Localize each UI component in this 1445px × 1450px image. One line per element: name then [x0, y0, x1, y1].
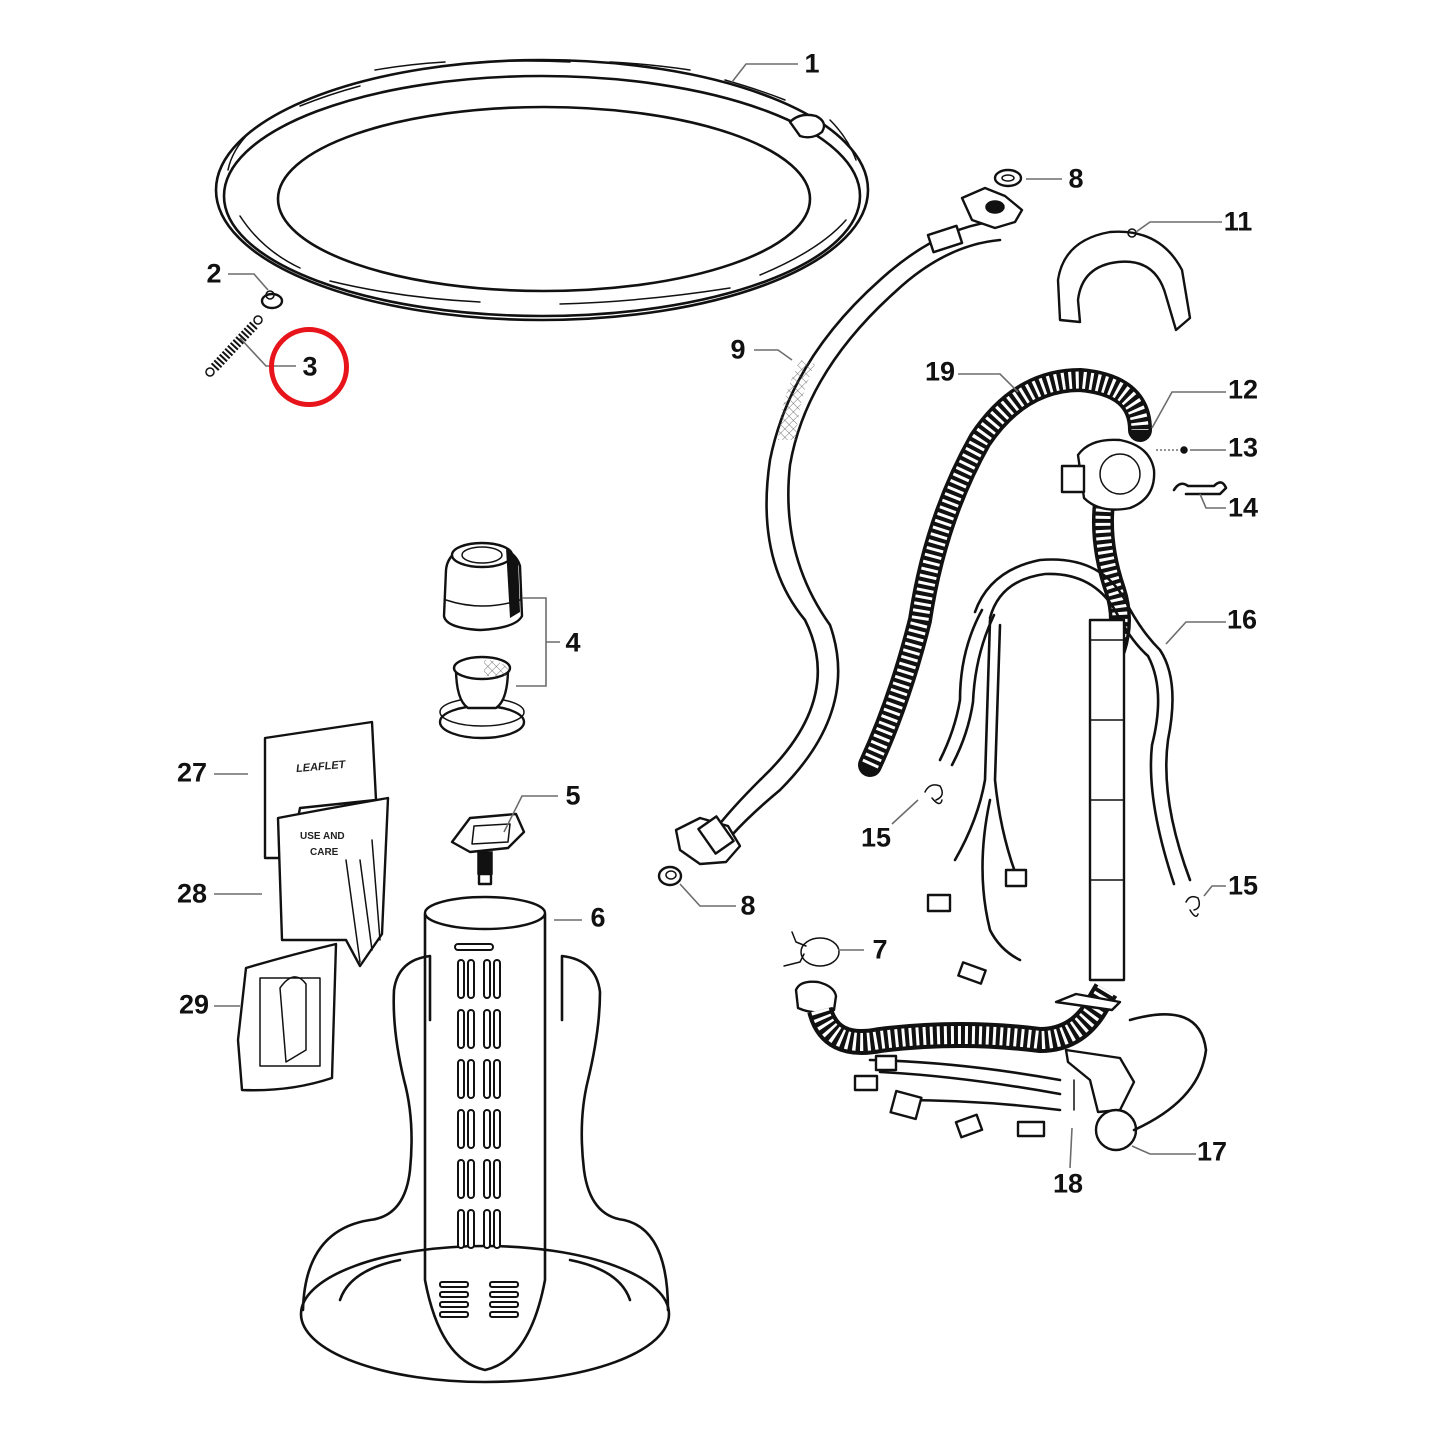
pump-part: [1060, 438, 1156, 511]
clamp-15-right: [1185, 895, 1201, 917]
callout-9: 9: [730, 334, 746, 365]
use-and-care-label-line2: CARE: [310, 847, 339, 858]
clip-nut-part: [260, 290, 284, 310]
use-and-care-part: [276, 796, 390, 968]
callout-4: 4: [565, 627, 581, 658]
callout-3: 3: [302, 351, 318, 382]
callout-18: 18: [1052, 1168, 1084, 1199]
literature-bag-part: [236, 942, 338, 1092]
hose-washer-bottom: [657, 865, 683, 887]
tub-ring-part: [214, 58, 870, 322]
callout-14: 14: [1227, 492, 1259, 523]
spring-part: [205, 315, 263, 377]
highlight-circle-part-3: [269, 327, 349, 407]
leader-lines: [214, 63, 1226, 1169]
callout-8-bottom: 8: [740, 890, 756, 921]
callout-28: 28: [176, 878, 208, 909]
callout-29: 29: [178, 989, 210, 1020]
callout-5: 5: [565, 780, 581, 811]
callout-13: 13: [1227, 432, 1259, 463]
inlet-hose-part: [674, 186, 1024, 866]
callout-15-left: 15: [860, 822, 892, 853]
callout-17: 17: [1196, 1136, 1228, 1167]
hose-washer-top: [993, 168, 1023, 188]
lower-harness-part: [794, 980, 1208, 1152]
wiring-harness-part: [926, 558, 1192, 985]
callout-2: 2: [206, 258, 222, 289]
callout-6: 6: [590, 902, 606, 933]
callout-11: 11: [1223, 206, 1253, 237]
clamp-15-left: [924, 784, 943, 805]
hose-clamp-7: [783, 931, 840, 967]
screw-13-part: [1156, 446, 1188, 454]
agitator-filter-part: [438, 597, 560, 740]
pump-clip-part: [1172, 481, 1228, 496]
hose-guide-part: [1056, 228, 1192, 332]
callout-1: 1: [804, 48, 820, 79]
callout-16: 16: [1226, 604, 1258, 635]
callout-12: 12: [1227, 374, 1259, 405]
agitator-part: [299, 895, 671, 1384]
agitator-bolt-part: [450, 812, 526, 886]
callout-19: 19: [924, 356, 956, 387]
callout-7: 7: [872, 934, 888, 965]
agitator-cap-part: [442, 541, 524, 632]
callout-8-top: 8: [1068, 163, 1084, 194]
callout-15-right: 15: [1227, 870, 1259, 901]
callout-27: 27: [176, 757, 208, 788]
use-and-care-label-line1: USE AND: [300, 831, 345, 842]
